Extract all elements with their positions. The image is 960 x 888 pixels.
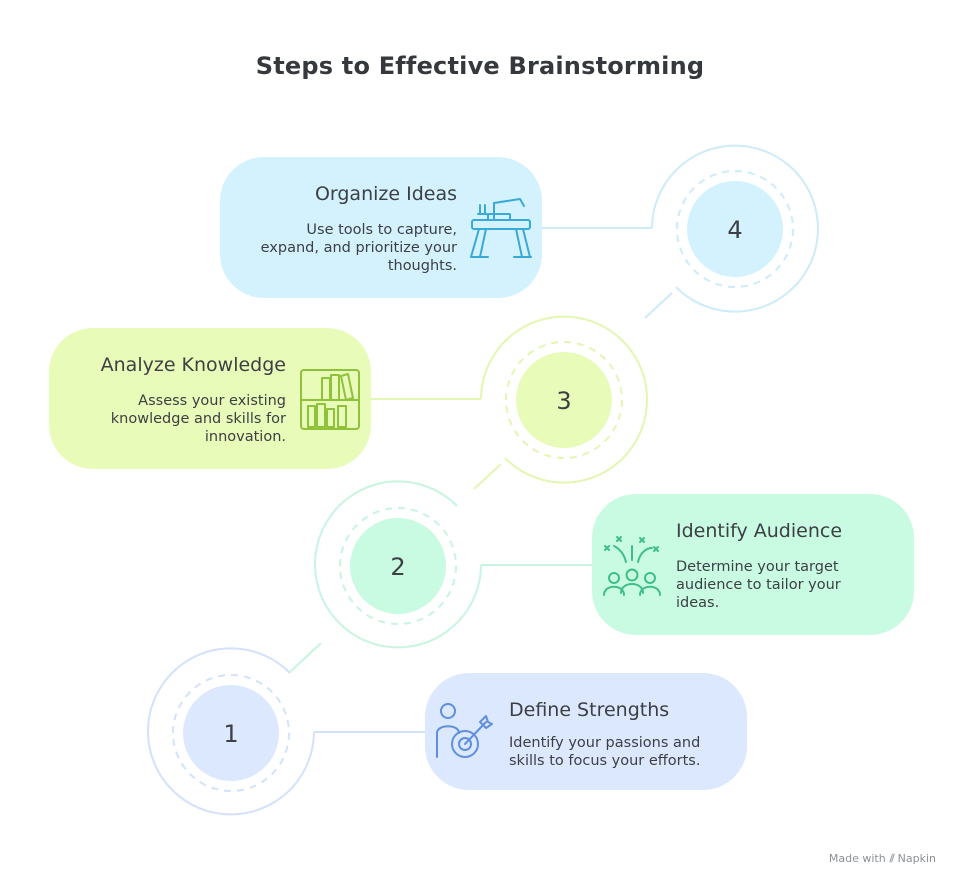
step-4-desc-line-1: Use tools to capture, [306,222,457,238]
step-4-title: Organize Ideas [315,183,457,205]
step-3-outer-ring [480,315,648,484]
step-2-dashed-ring [339,507,457,625]
step-2-card [592,494,914,635]
step-3: 3 Analyze Knowledge Assess your existing… [49,315,648,490]
step-3-desc-line-2: knowledge and skills for [111,411,286,427]
step-1-title: Define Strengths [509,699,669,721]
credit-prefix: Made with [828,852,886,865]
step-2-title: Identify Audience [676,520,842,542]
step-4-card [220,157,542,298]
step-4-desc-line-2: expand, and prioritize your [261,240,457,256]
step-1-outer-ring [147,647,315,816]
step-3-disc [516,352,612,448]
step-3-number: 3 [556,387,571,415]
step-4-link-down [644,292,673,319]
step-2-disc [350,518,446,614]
step-3-desc-line-3: innovation. [205,429,286,445]
bookshelf-icon [300,369,360,430]
step-2-number: 2 [390,553,405,581]
step-2: 2 Identify Audience Determine your targe… [289,480,914,673]
step-2-outer-ring [314,480,482,649]
napkin-logo-icon: ⫽ [889,852,895,865]
step-4-outer-ring [651,144,819,313]
step-1-disc [183,685,279,781]
step-3-link-down [473,463,502,490]
step-3-desc-line-1: Assess your existing [138,393,286,409]
step-1-number: 1 [223,720,238,748]
step-3-card [49,328,371,469]
step-3-dashed-ring [505,341,623,459]
step-4-disc [687,181,783,277]
step-2-desc-line-3: ideas. [676,595,719,611]
step-2-link-down [289,642,322,673]
step-3-title: Analyze Knowledge [101,354,286,376]
step-1: 1 Define Strengths Identify your passion… [147,647,747,816]
step-1-dashed-ring [172,674,290,792]
page-title: Steps to Effective Brainstorming [255,52,705,80]
step-2-desc-line-2: audience to tailor your [676,577,841,593]
step-2-desc-line-1: Determine your target [676,559,839,575]
step-1-card [425,673,747,790]
step-1-desc-line-1: Identify your passions and [509,735,700,751]
step-4-desc-line-3: thoughts. [388,258,457,274]
step-4: 4 Organize Ideas Use tools to capture, e… [220,144,819,319]
step-4-number: 4 [727,216,742,244]
person-target-icon [436,703,493,758]
credit-brand: Napkin [897,852,936,865]
drafting-desk-icon [470,198,532,258]
step-4-dashed-ring [676,170,794,288]
audience-group-icon [603,536,661,596]
napkin-credit[interactable]: Made with⫽Napkin [829,852,936,866]
step-1-desc-line-2: skills to focus your efforts. [509,753,700,769]
